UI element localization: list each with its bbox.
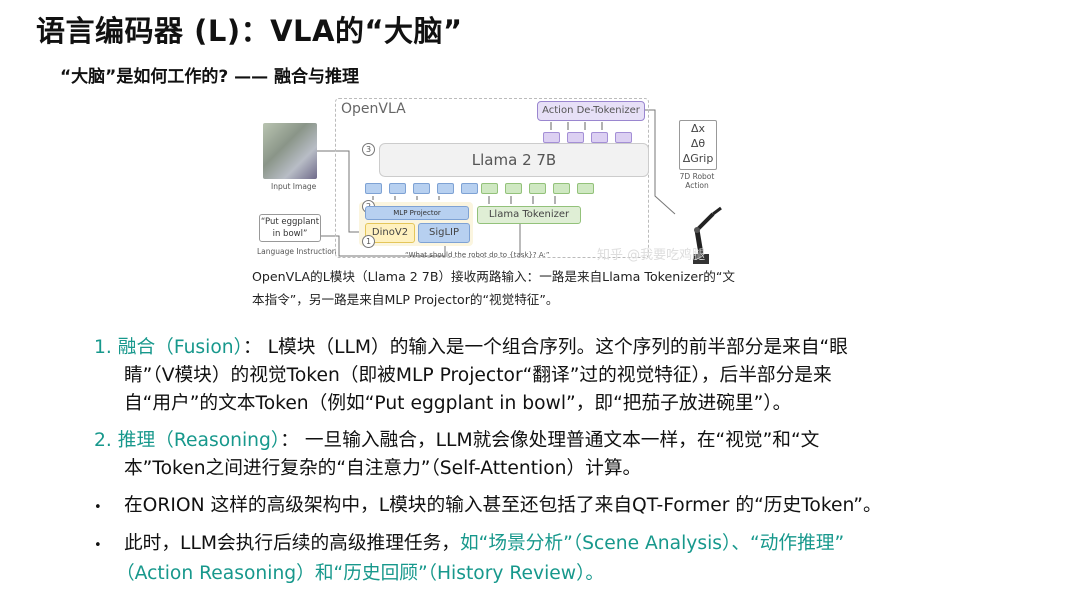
input-image-label: Input Image bbox=[271, 182, 317, 191]
openvla-label: OpenVLA bbox=[341, 101, 406, 117]
caption-line-2: 本指令”，另一路是来自MLP Projector的“视觉特征”。 bbox=[252, 292, 559, 307]
text-token bbox=[529, 183, 546, 194]
prompt-template: “What should the robot do to {task}? A:” bbox=[405, 251, 550, 259]
input-image bbox=[263, 123, 317, 179]
llama-tokenizer-box: Llama Tokenizer bbox=[477, 206, 581, 224]
visual-token bbox=[413, 183, 430, 194]
robot-action-label: 7D Robot Action bbox=[677, 172, 717, 190]
mlp-projector-box: MLP Projector bbox=[365, 206, 469, 220]
delta-x: Δx bbox=[690, 122, 706, 135]
delta-grip: ΔGrip bbox=[682, 152, 714, 165]
openvla-diagram: Input Image “Put eggplant in bowl” Langu… bbox=[255, 96, 725, 266]
dinov2-box: DinoV2 bbox=[365, 223, 415, 243]
item-term: 融合（Fusion） bbox=[117, 337, 243, 358]
robot-action-output: Δx Δθ ΔGrip bbox=[679, 120, 717, 170]
instruction-box: “Put eggplant in bowl” bbox=[259, 214, 321, 242]
visual-token bbox=[437, 183, 454, 194]
item-line-3: 自“用户”的文本Token（例如“Put eggplant in bowl”，即… bbox=[124, 393, 792, 414]
bullet-item-orion: • 在ORION 这样的高级架构中，L模块的输入甚至还包括了来自QT-Former… bbox=[94, 492, 882, 522]
action-token bbox=[543, 132, 560, 143]
bullet-symbol: • bbox=[94, 538, 102, 553]
action-token-row bbox=[543, 132, 632, 143]
bullet-prefix: 此时，LLM会执行后续的高级推理任务， bbox=[124, 533, 460, 554]
bullet-item-reasoning-tasks: • 此时，LLM会执行后续的高级推理任务，如“场景分析”（Scene Analys… bbox=[94, 530, 844, 588]
visual-token bbox=[461, 183, 478, 194]
item-line-2: 本”Token之间进行复杂的“自注意力”（Self-Attention）计算。 bbox=[124, 458, 642, 479]
list-item-fusion: 1. 融合（Fusion）： L模块（LLM）的输入是一个组合序列。这个序列的前… bbox=[94, 334, 848, 418]
visual-token bbox=[389, 183, 406, 194]
bullet-text: 在ORION 这样的高级架构中，L模块的输入甚至还包括了来自QT-Former … bbox=[124, 495, 882, 516]
figure-caption: OpenVLA的L模块（Llama 2 7B）接收两路输入：一路是来自Llama… bbox=[252, 265, 812, 311]
caption-line-1: OpenVLA的L模块（Llama 2 7B）接收两路输入：一路是来自Llama… bbox=[252, 269, 735, 284]
step-3-marker: 3 bbox=[362, 143, 375, 156]
text-token-row bbox=[481, 183, 594, 194]
text-token bbox=[577, 183, 594, 194]
action-detokenizer: Action De-Tokenizer bbox=[537, 101, 645, 121]
item-number: 1. bbox=[94, 337, 112, 358]
text-token bbox=[505, 183, 522, 194]
visual-token bbox=[365, 183, 382, 194]
action-token bbox=[567, 132, 584, 143]
text-token bbox=[553, 183, 570, 194]
robot-arm-icon bbox=[693, 206, 722, 264]
robot-action-label-line2: Action bbox=[685, 181, 709, 190]
item-number: 2. bbox=[94, 430, 112, 451]
step-1-marker: 1 bbox=[362, 235, 375, 248]
action-token bbox=[615, 132, 632, 143]
item-line-1: ： L模块（LLM）的输入是一个组合序列。这个序列的前半部分是来自“眼 bbox=[242, 337, 848, 358]
item-line-1: ： 一旦输入融合，LLM就会像处理普通文本一样，在“视觉”和“文 bbox=[280, 430, 820, 451]
bullet-highlight-2: （Action Reasoning）和“历史回顾”（History Review… bbox=[116, 563, 605, 584]
page-subtitle: “大脑”是如何工作的? —— 融合与推理 bbox=[60, 67, 360, 87]
item-line-2: 睛”（V模块）的视觉Token（即被MLP Projector“翻译”过的视觉特… bbox=[124, 365, 832, 386]
action-token bbox=[591, 132, 608, 143]
watermark: 知乎 @我要吃鸡腿 bbox=[597, 248, 706, 263]
language-instruction-label: Language Instruction bbox=[257, 247, 337, 256]
text-token bbox=[481, 183, 498, 194]
delta-theta: Δθ bbox=[690, 137, 706, 150]
visual-token-row bbox=[365, 183, 478, 194]
robot-action-label-line1: 7D Robot bbox=[679, 172, 715, 181]
bullet-highlight-1: 如“场景分析”（Scene Analysis）、“动作推理” bbox=[459, 533, 845, 554]
bullet-symbol: • bbox=[94, 500, 102, 515]
instruction-text: “Put eggplant in bowl” bbox=[260, 217, 320, 239]
openvla-outline bbox=[335, 98, 649, 258]
list-item-reasoning: 2. 推理（Reasoning）： 一旦输入融合，LLM就会像处理普通文本一样，… bbox=[94, 427, 819, 483]
siglip-box: SigLIP bbox=[418, 223, 470, 243]
item-term: 推理（Reasoning） bbox=[117, 430, 281, 451]
diagram-connectors bbox=[317, 109, 676, 257]
page-title: 语言编码器 (L)：VLA的“大脑” bbox=[36, 14, 463, 48]
llama-model-box: Llama 2 7B bbox=[379, 143, 649, 177]
